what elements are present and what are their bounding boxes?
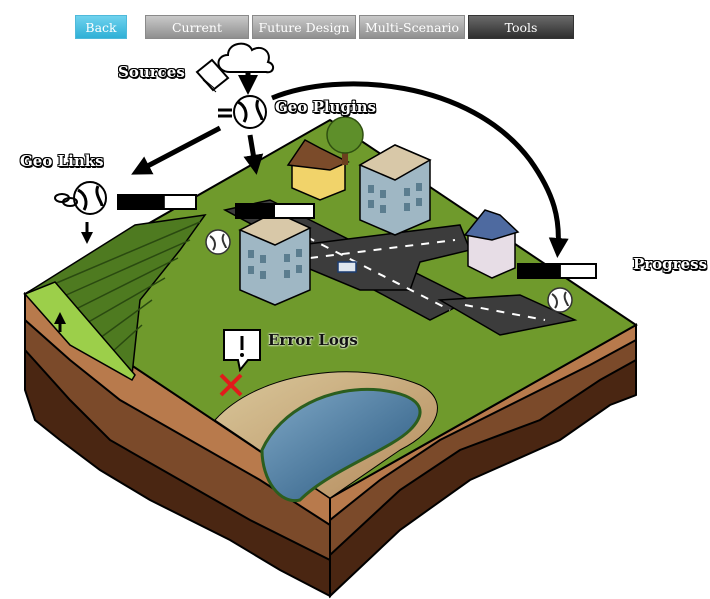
progress-bar-main bbox=[517, 263, 597, 279]
error-logs-label: Error Logs bbox=[268, 331, 358, 349]
progress-bar-roads bbox=[235, 203, 315, 219]
top-navigation: Back Current Situation Future Design Mul… bbox=[75, 15, 574, 59]
plugin-globe-icon bbox=[218, 95, 267, 129]
building-tower-right bbox=[358, 144, 432, 236]
house-yellow bbox=[286, 139, 350, 201]
link-globe-left-icon bbox=[205, 229, 231, 255]
link-globe-right-icon bbox=[547, 287, 573, 313]
soil-layers bbox=[24, 292, 637, 599]
field-rows bbox=[39, 221, 201, 353]
book-icon bbox=[195, 58, 230, 93]
building-tower-left bbox=[238, 211, 312, 306]
back-button[interactable]: Back bbox=[75, 15, 127, 39]
lake bbox=[260, 387, 422, 503]
tree bbox=[326, 116, 364, 165]
truck bbox=[337, 261, 357, 273]
geo-link-globe-icon bbox=[54, 181, 107, 215]
flow-arrows bbox=[54, 72, 569, 332]
grass-top bbox=[23, 118, 638, 500]
progress-bar-geo-links bbox=[117, 194, 197, 210]
tab-future-design[interactable]: Future Design bbox=[252, 15, 356, 39]
light-strip bbox=[23, 281, 136, 382]
cloud-icon bbox=[217, 42, 274, 74]
tab-current-situation[interactable]: Current Situation bbox=[145, 15, 249, 59]
tab-multi-scenario[interactable]: Multi-Scenario bbox=[359, 15, 465, 39]
geo-links-label: Geo Links bbox=[20, 152, 104, 170]
tools-button[interactable]: Tools bbox=[468, 15, 574, 39]
geo-plugins-label: Geo Plugins bbox=[275, 98, 377, 116]
progress-label: Progress bbox=[633, 255, 708, 273]
sources-label: Sources bbox=[118, 63, 185, 81]
house-white bbox=[463, 209, 520, 279]
error-x-icon bbox=[219, 373, 243, 397]
error-bubble-icon bbox=[223, 329, 261, 373]
